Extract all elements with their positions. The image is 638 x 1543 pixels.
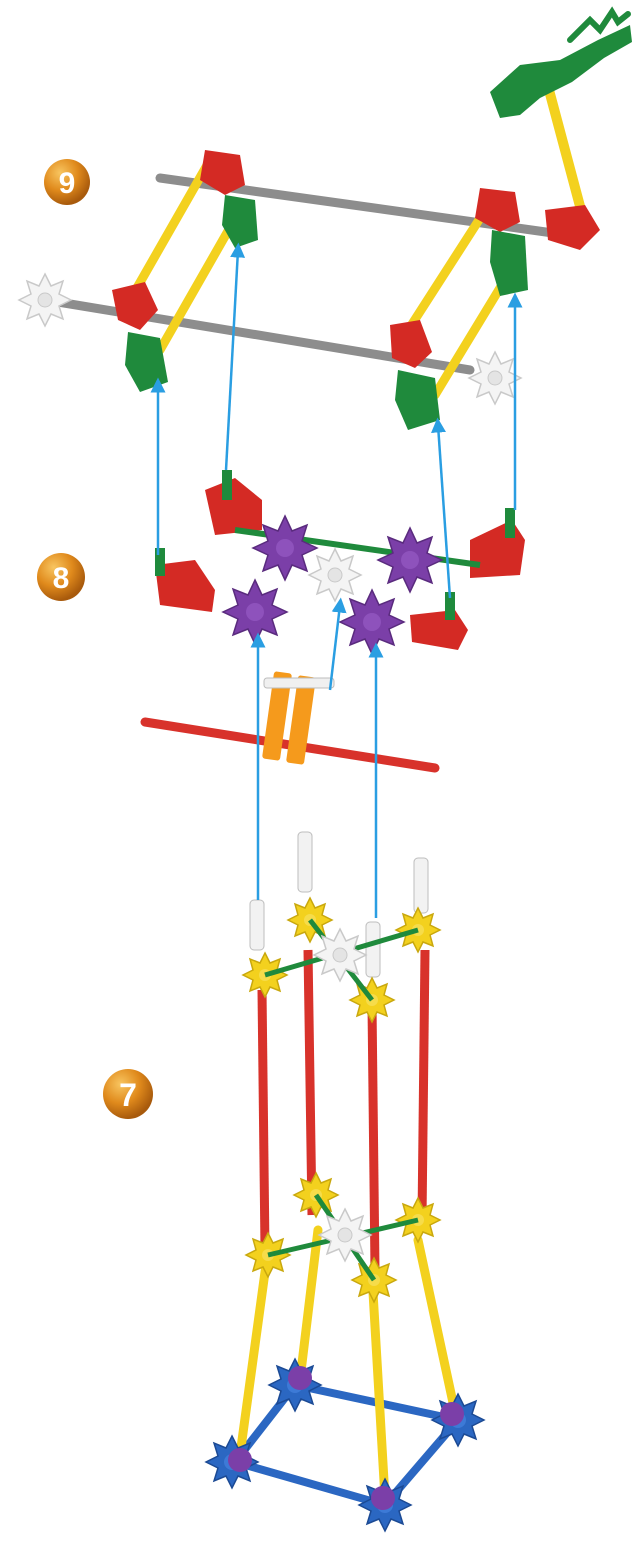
green-peg bbox=[505, 508, 515, 538]
step-number: 8 bbox=[53, 562, 70, 595]
white-connector-right bbox=[469, 352, 521, 404]
step-8-badge: 8 bbox=[37, 553, 85, 601]
white-peg bbox=[298, 832, 312, 892]
white-hub-lower bbox=[319, 1209, 371, 1261]
step-8-assembly bbox=[145, 470, 525, 768]
step-number: 9 bbox=[59, 167, 76, 200]
green-connector bbox=[395, 370, 440, 430]
red-connector-back-left bbox=[205, 478, 262, 535]
step-9-assembly bbox=[19, 12, 632, 430]
green-hand-connector bbox=[490, 25, 632, 118]
red-connector bbox=[112, 282, 158, 330]
purple-clip bbox=[288, 1366, 312, 1390]
purple-gear bbox=[253, 516, 317, 580]
red-connector-back-right bbox=[470, 520, 525, 578]
white-hub-upper bbox=[314, 929, 366, 981]
green-peg bbox=[222, 470, 232, 500]
white-connector-left bbox=[19, 274, 71, 326]
red-rod bbox=[422, 950, 425, 1220]
white-peg bbox=[366, 922, 380, 977]
arrow bbox=[330, 605, 340, 690]
step-number: 7 bbox=[119, 1077, 137, 1113]
step-9-badge: 9 bbox=[44, 159, 90, 205]
red-rod bbox=[262, 990, 265, 1250]
red-connector bbox=[545, 205, 600, 250]
step-7-assembly bbox=[206, 832, 484, 1531]
purple-gear bbox=[223, 580, 287, 644]
green-connector bbox=[490, 230, 528, 296]
purple-gear bbox=[340, 590, 404, 654]
step-7-badge: 7 bbox=[103, 1069, 153, 1119]
purple-clip bbox=[228, 1448, 252, 1472]
red-rod bbox=[308, 950, 312, 1215]
white-peg bbox=[264, 678, 334, 688]
arrow bbox=[438, 425, 450, 598]
green-peg bbox=[155, 548, 165, 576]
purple-clip bbox=[371, 1486, 395, 1510]
purple-clip bbox=[440, 1402, 464, 1426]
white-peg bbox=[414, 858, 428, 913]
white-peg bbox=[250, 900, 264, 950]
white-center-connector bbox=[309, 549, 361, 601]
arrow bbox=[226, 250, 238, 470]
red-connector-front-right bbox=[410, 610, 468, 650]
purple-gear bbox=[378, 528, 442, 592]
